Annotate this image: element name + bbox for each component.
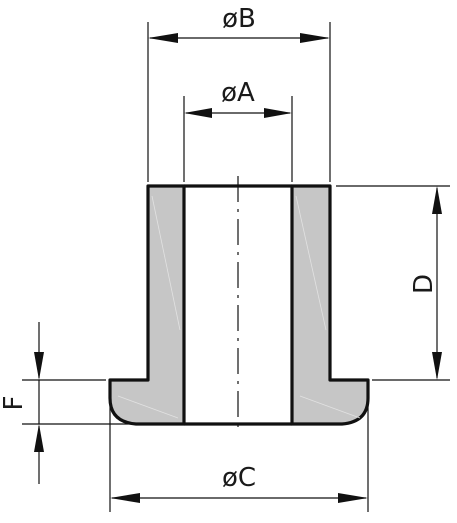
section-hatching — [117, 195, 361, 419]
dim-c-label: øC — [222, 463, 256, 493]
dim-d-label: D — [409, 274, 439, 294]
dim-f-arrow-bottom — [34, 424, 44, 452]
dimension-d: D — [336, 185, 450, 381]
dim-a-arrow-right — [264, 108, 292, 118]
dim-d-arrow-top — [432, 186, 442, 214]
right-wall-section — [290, 184, 370, 426]
dim-c-arrow-left — [110, 493, 140, 503]
dim-c-arrow-right — [338, 493, 368, 503]
dimension-f: F — [0, 322, 180, 484]
dimension-a: øA — [183, 78, 293, 182]
bushing-cross-section — [108, 184, 370, 426]
left-wall-section — [108, 184, 186, 426]
dimension-b: øB — [147, 4, 331, 182]
dim-f-arrow-top — [34, 352, 44, 380]
dim-a-label: øA — [221, 78, 255, 108]
dim-f-label: F — [0, 396, 29, 411]
dim-b-arrow-left — [148, 33, 178, 43]
dim-a-arrow-left — [184, 108, 212, 118]
dimension-c: øC — [109, 404, 369, 512]
dim-b-arrow-right — [300, 33, 330, 43]
dim-b-label: øB — [222, 4, 256, 34]
dim-d-arrow-bottom — [432, 352, 442, 380]
